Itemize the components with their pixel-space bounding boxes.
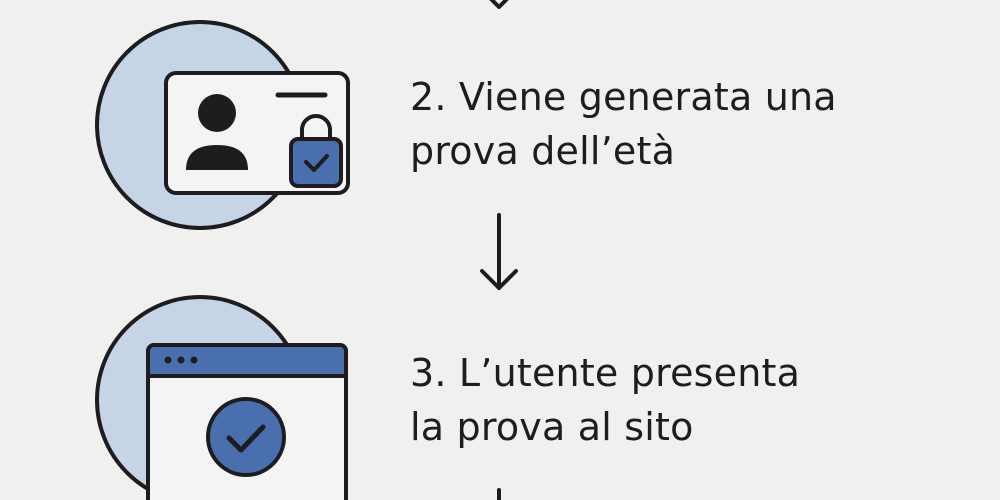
arrow-down-icon	[480, 213, 518, 290]
browser-window-icon	[146, 343, 348, 500]
padlock-icon	[289, 114, 343, 188]
step-2-line-2: prova dell’età	[410, 129, 676, 173]
step-3-line-2: la prova al sito	[410, 405, 694, 449]
check-icon	[304, 154, 329, 172]
person-icon	[186, 94, 248, 170]
step-3-description: 3. L’utente presenta la prova al sito	[410, 346, 800, 454]
step-2-line-1: 2. Viene generata una	[410, 75, 837, 119]
arrow-down-icon	[489, 0, 509, 9]
step-2-description: 2. Viene generata una prova dell’età	[410, 70, 837, 178]
check-circle-icon	[206, 397, 286, 477]
step-3-icon	[95, 295, 348, 500]
step-3-line-1: 3. L’utente presenta	[410, 351, 801, 395]
step-2-icon	[95, 20, 350, 230]
